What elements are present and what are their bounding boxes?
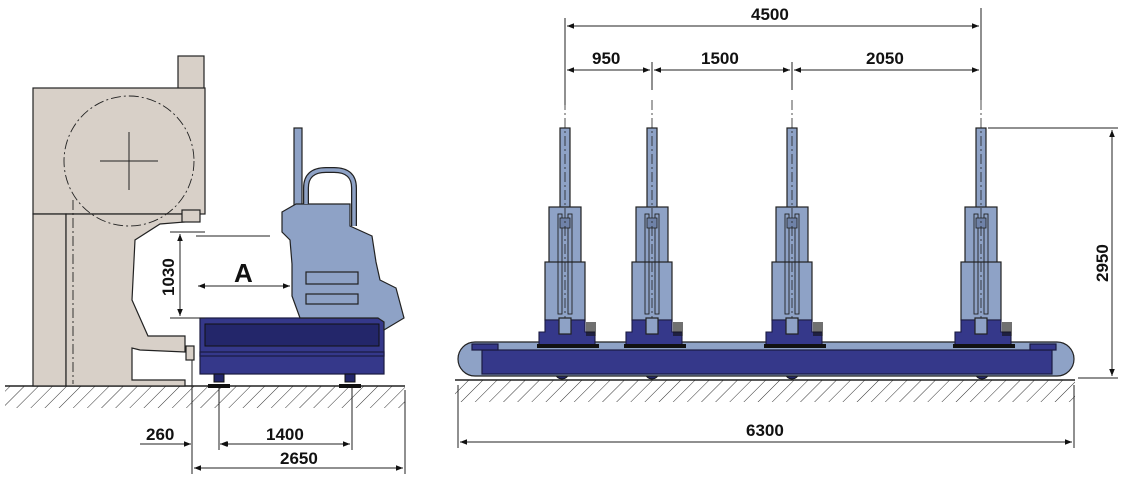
left-side-view: 1030 A 260 1400 2650	[5, 55, 406, 474]
dim-260-label: 260	[146, 425, 174, 444]
side-unit	[281, 127, 405, 332]
dim-gap-2-label: 1500	[701, 49, 739, 68]
dim-1030: 1030	[159, 231, 205, 319]
dim-gap-1-label: 950	[592, 49, 620, 68]
column-unit	[764, 100, 826, 348]
ground-left	[5, 385, 405, 408]
dims-spacing: 950 1500 2050	[567, 49, 979, 90]
right-front-view: 4500 950 1500 2050 2950 6300	[455, 5, 1118, 448]
dim-a: A	[196, 235, 290, 289]
dim-2950: 2950	[988, 127, 1118, 379]
dim-total-spacing-label: 4500	[751, 5, 789, 24]
height-label: 1030	[159, 258, 178, 296]
working-table	[199, 317, 385, 388]
columns	[537, 100, 1015, 348]
column-unit	[624, 100, 686, 348]
dim-6300: 6300	[457, 385, 1075, 448]
column-unit	[537, 100, 599, 348]
dim-4500: 4500	[564, 5, 982, 105]
dims-bottom-left: 260 1400 2650	[140, 360, 406, 474]
dim-1400-label: 1400	[266, 425, 304, 444]
zone-label: A	[234, 258, 253, 288]
column-unit	[953, 100, 1015, 348]
base-rail	[457, 341, 1075, 380]
dim-2650-label: 2650	[280, 449, 318, 468]
dim-gap-3-label: 2050	[866, 49, 904, 68]
dim-height-label: 2950	[1093, 244, 1112, 282]
ground-right	[455, 379, 1075, 402]
dim-length-label: 6300	[746, 421, 784, 440]
main-machine	[32, 55, 206, 387]
